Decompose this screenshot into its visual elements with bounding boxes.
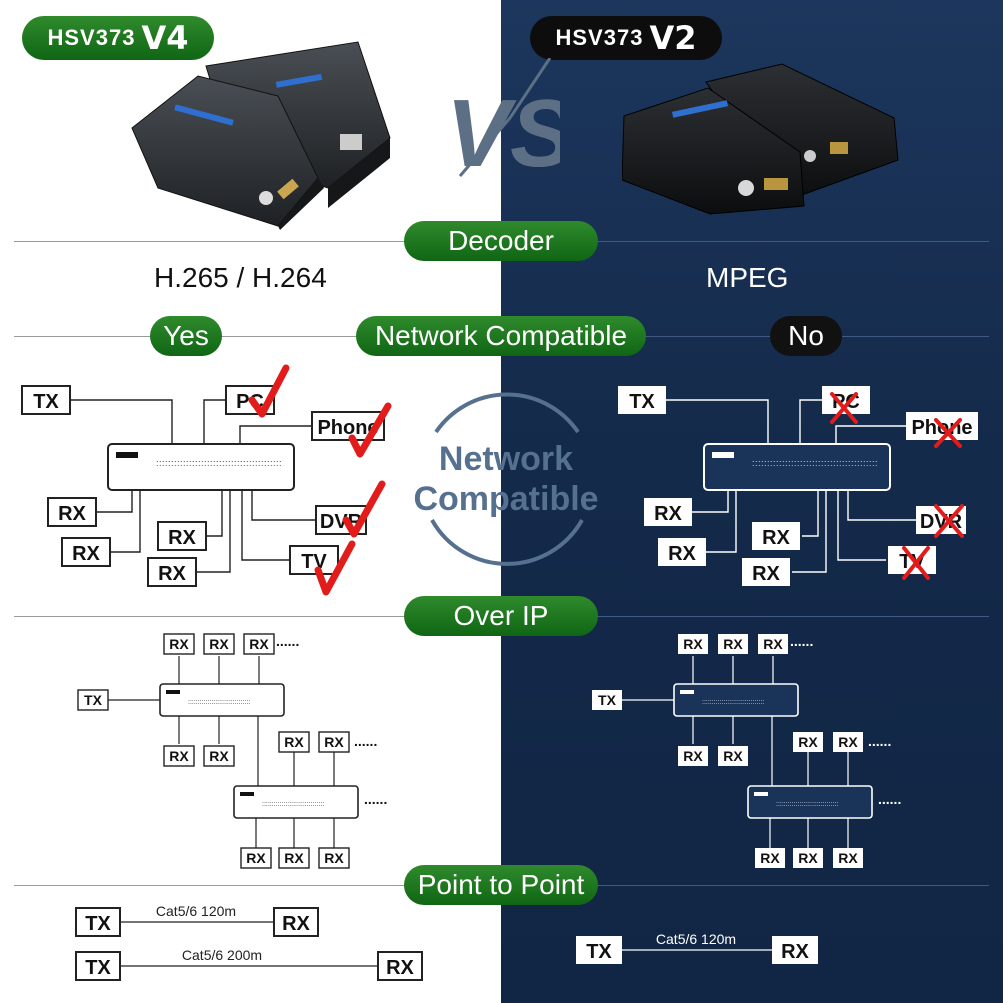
over-ip-label: Over IP <box>404 596 598 636</box>
v2-net-rx-1: RX <box>654 503 682 525</box>
v4-net-phone: Phone <box>317 417 378 439</box>
v2-p2p-rx: RX <box>781 941 809 963</box>
v2-phone-cross-icon <box>934 418 962 448</box>
v2-version: V2 <box>649 19 697 57</box>
v4-network-diagram: ::::::::::::::::::::::::::::::::::::::::… <box>21 364 392 596</box>
v4-ip-rx-9: RX <box>284 850 304 866</box>
network-compatible-label: Network Compatible <box>356 316 646 356</box>
divider-network-right <box>501 336 989 337</box>
v2-model: HSV373 <box>555 25 644 50</box>
v4-phone-check-icon <box>348 402 392 458</box>
v4-p2p-rx-1: RX <box>282 913 310 935</box>
v4-ip-more-1: ...... <box>276 633 299 649</box>
v2-ip-rx-10: RX <box>838 850 858 866</box>
v2-net-tx: TX <box>629 391 655 413</box>
v4-ip-more-2: ...... <box>354 733 377 749</box>
divider-decoder-left <box>14 241 500 242</box>
v4-net-tv: TV <box>301 551 327 573</box>
v2-ip-rx-6: RX <box>798 734 818 750</box>
v2-tv-cross-icon <box>902 546 930 580</box>
v4-ip-rx-1: RX <box>169 636 189 652</box>
divider-decoder-right <box>501 241 989 242</box>
v4-network-yes: Yes <box>150 316 222 356</box>
v2-network-no: No <box>770 316 842 356</box>
v2-pc-cross-icon <box>830 392 858 424</box>
v2-network-diagram: ::::::::::::::::::::::::::::::::::::::::… <box>618 386 978 586</box>
v4-product-image <box>131 41 391 230</box>
v2-ip-rx-8: RX <box>760 850 780 866</box>
svg-text:::::::::::::::::::::::::::::::: ::::::::::::::::::::::::::::::::::::::::… <box>752 458 878 468</box>
svg-text:::::::::::::::::::::::::::::::: :::::::::::::::::::::::::::::::: <box>262 801 324 808</box>
v4-ip-rx-4: RX <box>169 748 189 764</box>
v4-net-rx-2: RX <box>72 543 100 565</box>
v4-p2p-cable-120: Cat5/6 120m <box>156 903 236 919</box>
v2-ip-rx-5: RX <box>723 748 743 764</box>
v4-p2p-tx-1: TX <box>85 913 111 935</box>
v2-ip-rx-7: RX <box>838 734 858 750</box>
v4-ip-rx-6: RX <box>284 734 304 750</box>
svg-text:::::::::::::::::::::::::::::::: ::::::::::::::::::::::::::::::::::::::::… <box>156 458 282 468</box>
svg-text:::::::::::::::::::::::::::::::: :::::::::::::::::::::::::::::::: <box>188 699 250 706</box>
divider-overip-left <box>14 616 500 617</box>
v2-ip-more-3: ...... <box>878 791 901 807</box>
v4-version: V4 <box>141 19 189 57</box>
badge-line-2: Compatible <box>413 480 598 518</box>
v4-ip-tx: TX <box>84 692 103 708</box>
v2-ip-tx: TX <box>598 692 617 708</box>
v4-net-rx-4: RX <box>158 563 186 585</box>
v4-ip-rx-10: RX <box>324 850 344 866</box>
v2-p2p-tx: TX <box>586 941 612 963</box>
point-to-point-label: Point to Point <box>404 865 598 905</box>
v2-ip-rx-9: RX <box>798 850 818 866</box>
v4-codec: H.265 / H.264 <box>154 262 327 293</box>
badge-line-1: Network <box>439 440 573 478</box>
v2-dvr-cross-icon <box>934 504 964 538</box>
v4-net-rx-3: RX <box>168 527 196 549</box>
v2-p2p-cable-120: Cat5/6 120m <box>656 931 736 947</box>
v4-ip-rx-3: RX <box>249 636 269 652</box>
v2-ip-more-2: ...... <box>868 733 891 749</box>
v2-point-to-point-diagram: Cat5/6 120m TX RX <box>576 931 818 964</box>
v4-net-tx: TX <box>33 391 59 413</box>
v2-net-rx-2: RX <box>668 543 696 565</box>
divider-overip-right <box>501 616 989 617</box>
divider-p2p-right <box>501 885 989 886</box>
v2-net-rx-3: RX <box>762 527 790 549</box>
divider-network-left <box>14 336 500 337</box>
vs-graphic: VS <box>446 58 560 187</box>
v4-ip-rx-5: RX <box>209 748 229 764</box>
v4-p2p-tx-2: TX <box>85 957 111 979</box>
v4-tv-check-icon <box>314 540 356 596</box>
v4-point-to-point-diagram: Cat5/6 120m Cat5/6 200m TX RX TX RX <box>75 903 423 981</box>
v4-over-ip-diagram: :::::::::::::::::::::::::::::::: :::::::… <box>77 633 387 869</box>
divider-p2p-left <box>14 885 500 886</box>
v4-pc-check-icon <box>248 364 290 418</box>
network-compatible-badge: Network Compatible <box>413 392 599 566</box>
decoder-label: Decoder <box>404 221 598 261</box>
svg-text:::::::::::::::::::::::::::::::: :::::::::::::::::::::::::::::::: <box>776 801 838 808</box>
v4-ip-rx-8: RX <box>246 850 266 866</box>
v2-ip-rx-3: RX <box>763 636 783 652</box>
v4-ip-more-3: ...... <box>364 791 387 807</box>
v2-over-ip-diagram: :::::::::::::::::::::::::::::::: :::::::… <box>592 633 901 868</box>
v4-dvr-check-icon <box>342 480 386 538</box>
v2-ip-rx-4: RX <box>683 748 703 764</box>
v2-codec: MPEG <box>706 262 789 293</box>
v4-title-pill: HSV373 V4 <box>22 16 214 60</box>
v4-ip-rx-2: RX <box>209 636 229 652</box>
v2-net-rx-4: RX <box>752 563 780 585</box>
v4-model: HSV373 <box>47 25 136 50</box>
v2-ip-rx-1: RX <box>683 636 703 652</box>
v4-p2p-cable-200: Cat5/6 200m <box>182 947 262 963</box>
v2-title-pill: HSV373 V2 <box>530 16 722 60</box>
v2-product-image <box>622 63 899 215</box>
v4-ip-rx-7: RX <box>324 734 344 750</box>
v2-ip-more-1: ...... <box>790 633 813 649</box>
v4-p2p-rx-2: RX <box>386 957 414 979</box>
v2-ip-rx-2: RX <box>723 636 743 652</box>
v4-net-rx-1: RX <box>58 503 86 525</box>
svg-text:::::::::::::::::::::::::::::::: :::::::::::::::::::::::::::::::: <box>702 699 764 706</box>
